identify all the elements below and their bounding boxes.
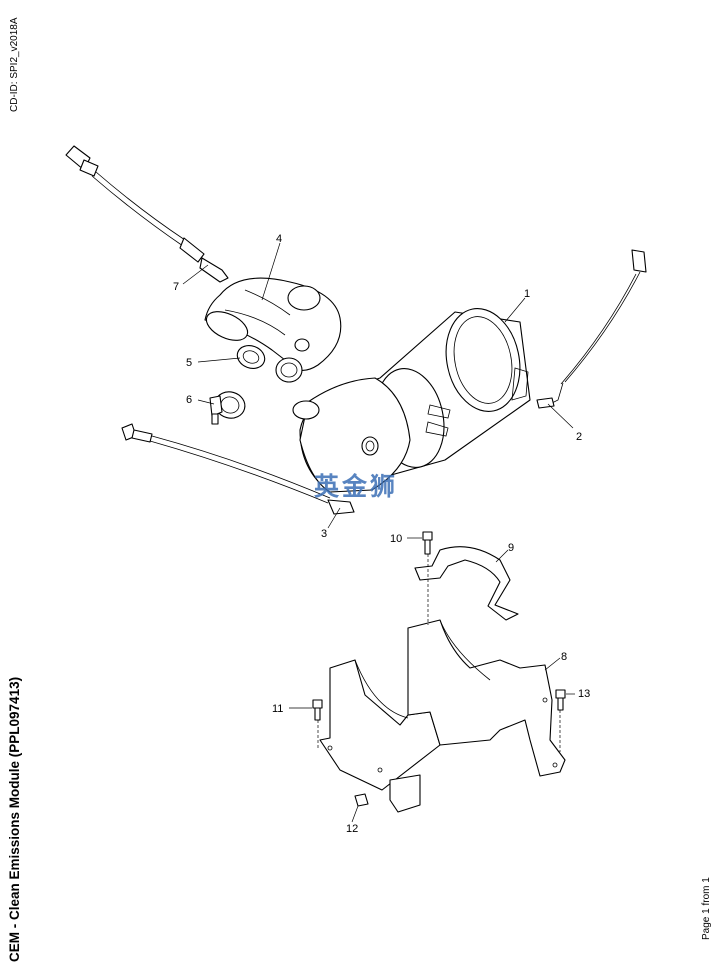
part-8-mounting-bracket[interactable] xyxy=(319,619,566,813)
part-4-elbow-pipe[interactable] xyxy=(202,277,342,371)
callout-4: 4 xyxy=(276,233,282,245)
part-9-strap[interactable] xyxy=(414,546,519,621)
callout-13: 13 xyxy=(578,688,590,700)
callout-9: 9 xyxy=(508,542,514,554)
part-12-nut[interactable] xyxy=(354,793,369,807)
part-1-clean-emissions-module[interactable] xyxy=(292,302,531,493)
part-3-sensor-harness[interactable] xyxy=(121,423,355,515)
callout-labels: 1 2 3 4 5 6 7 8 9 10 11 12 13 xyxy=(173,233,590,835)
callout-10: 10 xyxy=(390,533,402,545)
watermark-text: 英金狮 xyxy=(314,472,399,501)
callout-8: 8 xyxy=(561,651,567,663)
part-6-clamp[interactable] xyxy=(209,389,248,425)
callout-5: 5 xyxy=(186,357,192,369)
callout-2: 2 xyxy=(576,431,582,443)
part-11-bolt[interactable] xyxy=(312,699,323,721)
part-10-bolt[interactable] xyxy=(422,531,433,555)
part-7-sensor[interactable] xyxy=(65,145,229,283)
callout-12: 12 xyxy=(346,823,358,835)
callout-3: 3 xyxy=(321,528,327,540)
part-13-bolt[interactable] xyxy=(555,689,566,711)
callout-11: 11 xyxy=(272,703,283,715)
part-2-temperature-sensor[interactable] xyxy=(536,249,647,409)
callout-6: 6 xyxy=(186,394,192,406)
part-5-gasket[interactable] xyxy=(234,342,303,383)
callout-7: 7 xyxy=(173,281,179,293)
callout-1: 1 xyxy=(524,288,530,300)
leader-lines xyxy=(182,242,575,823)
